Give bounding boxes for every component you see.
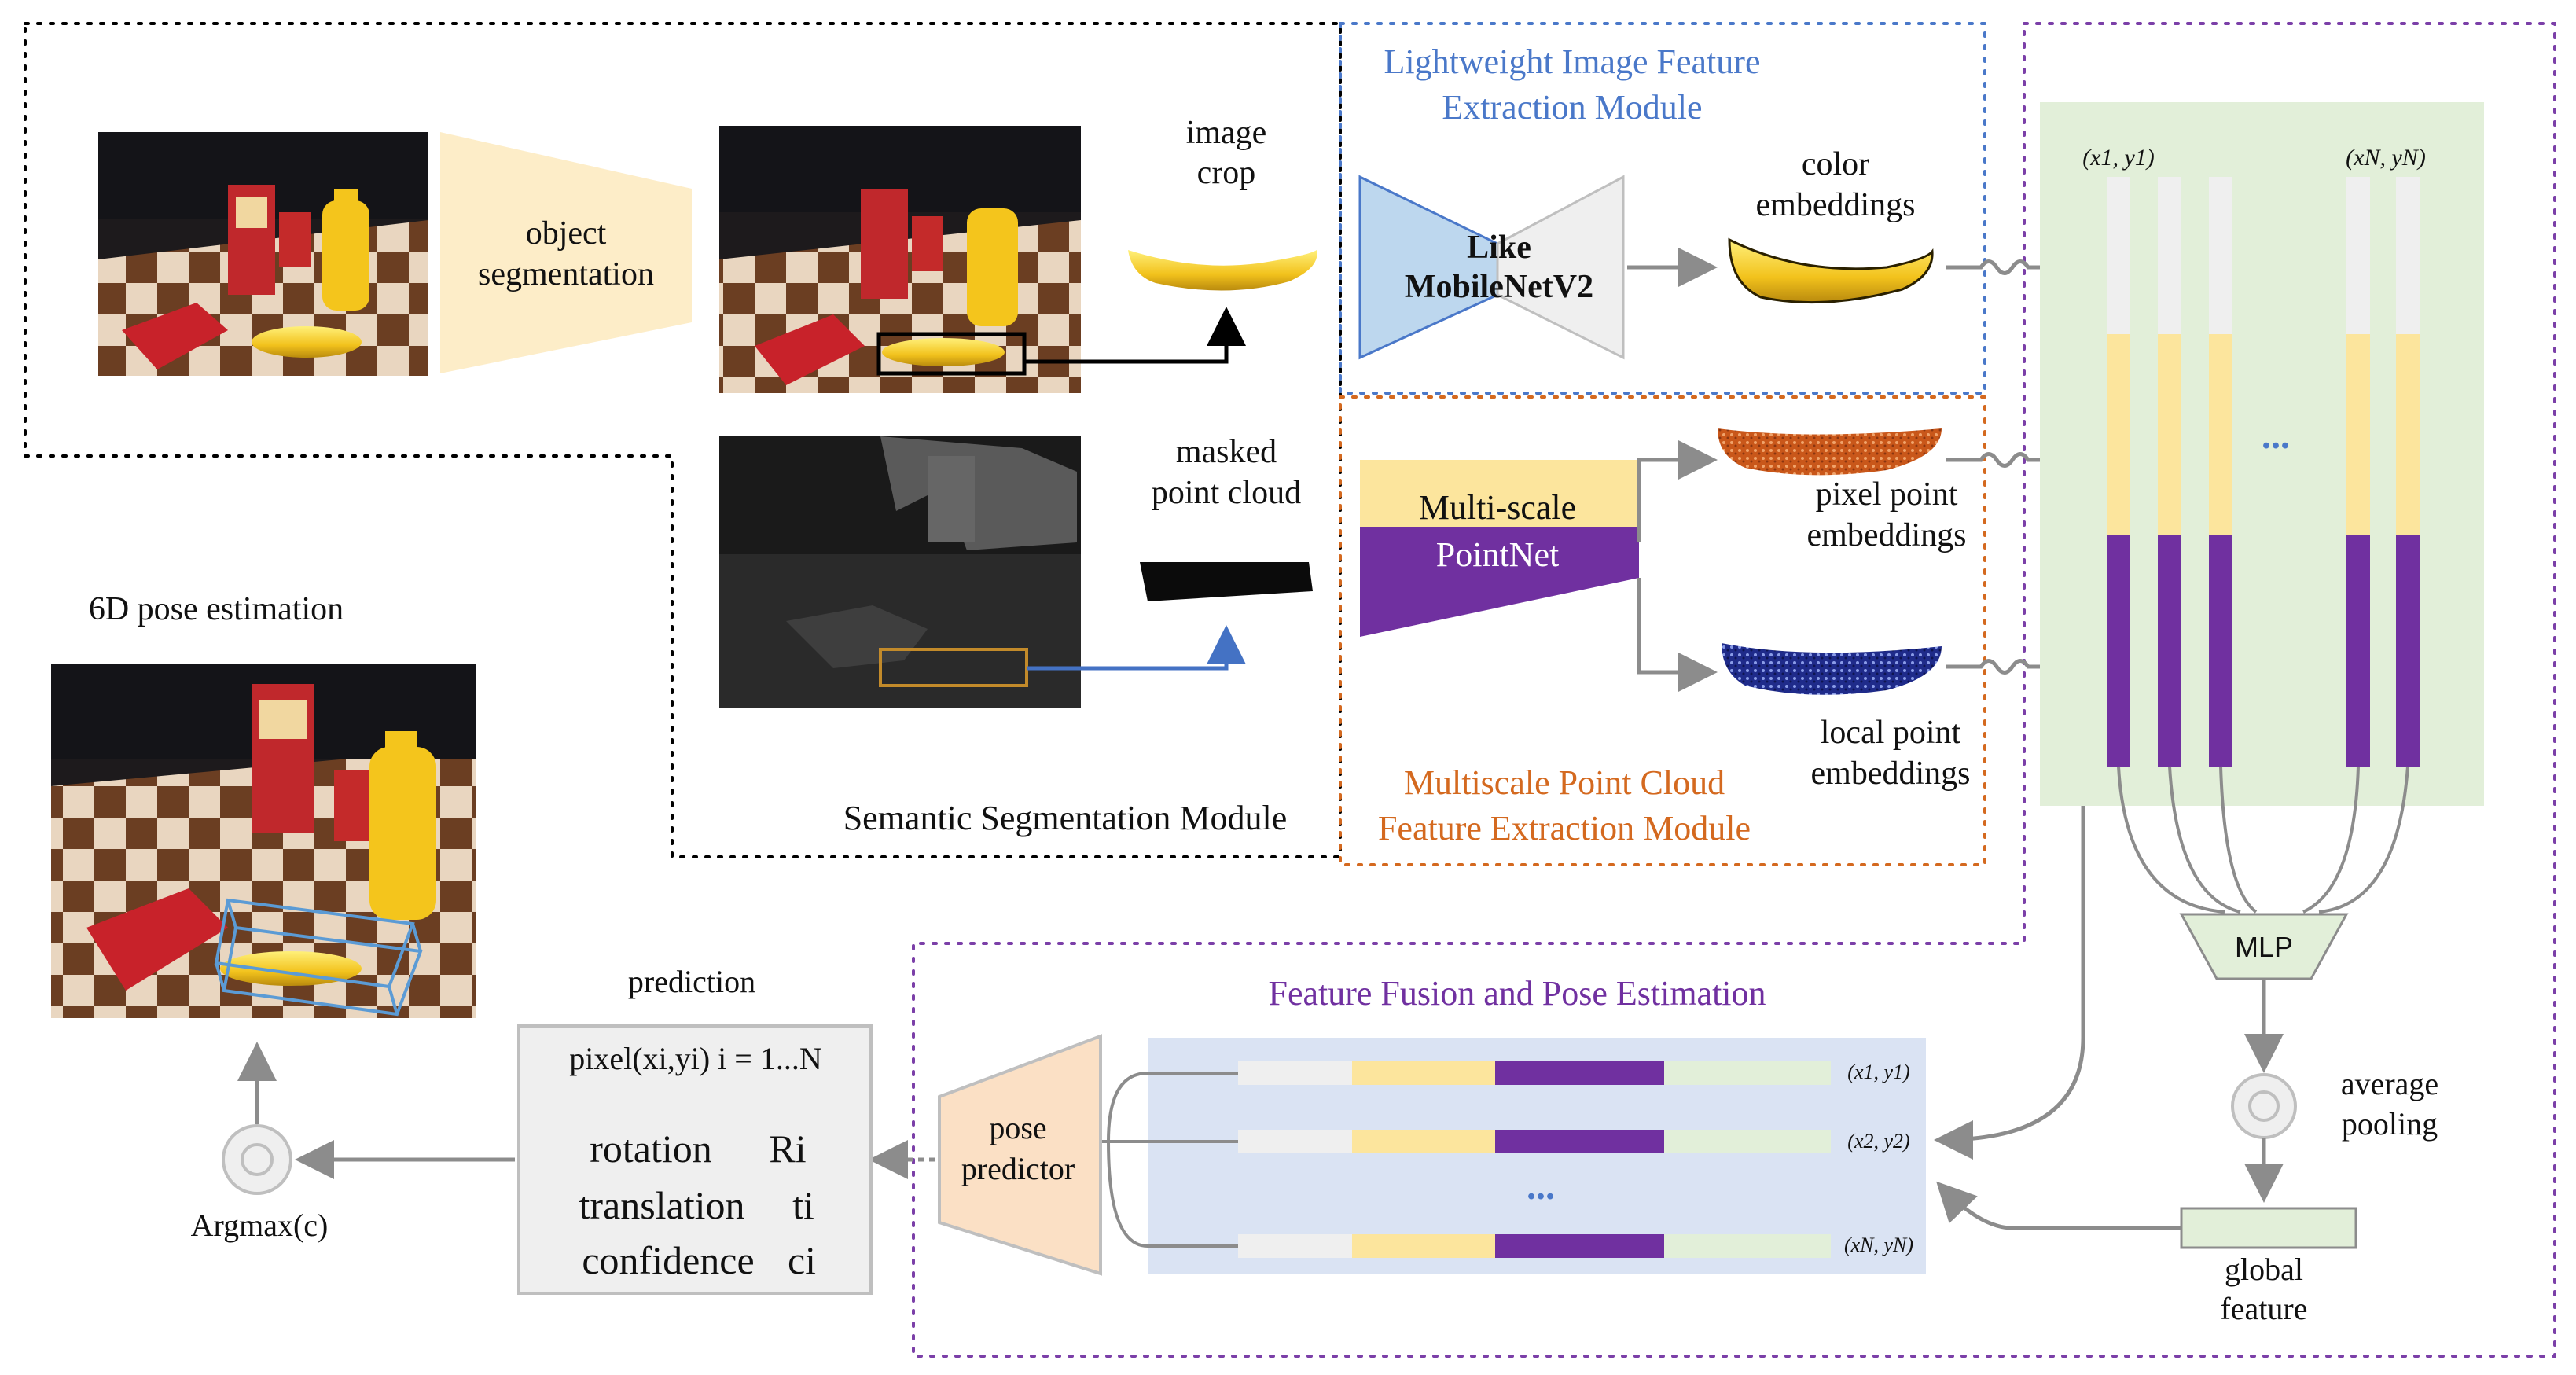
pixel-point-label-line2: embeddings — [1807, 517, 1967, 553]
prediction-box — [517, 1024, 873, 1295]
object-segmentation-label-line1: object — [526, 215, 607, 252]
object-segmentation-block — [440, 132, 692, 373]
columns-to-mlp-curves — [2117, 766, 2409, 914]
pixel-point-embeddings-cloud — [1718, 428, 1942, 476]
local-point-embeddings-cloud — [1722, 643, 1942, 695]
semantic-module-border — [24, 22, 1342, 858]
depth-image — [719, 436, 1081, 708]
columns-ellipsis: ... — [2262, 415, 2290, 457]
pose-predictor-label-line1: pose — [989, 1110, 1046, 1145]
argmax-label: Argmax(c) — [191, 1208, 329, 1243]
masked-point-cloud-label-line1: masked — [1176, 434, 1277, 470]
mlp-label: MLP — [2235, 931, 2293, 963]
coord-last-label: (xN, yN) — [2346, 145, 2426, 171]
point-feature-module-border — [1339, 395, 1986, 866]
pixel-point-label-line1: pixel point — [1816, 476, 1958, 513]
per-pixel-feature-columns — [2107, 177, 2420, 767]
image-module-title-line2: Extraction Module — [1442, 88, 1702, 127]
prediction-translation: translation — [579, 1183, 744, 1227]
masked-point-cloud-label-line2: point cloud — [1152, 475, 1301, 511]
pointnet-to-pixel-arrow — [1637, 440, 1718, 542]
image-module-title-line1: Lightweight Image Feature — [1384, 42, 1761, 81]
prediction-confidence-symbol: ci — [788, 1238, 816, 1282]
prediction-confidence: confidence — [582, 1238, 754, 1282]
pointnet-to-local-arrow — [1637, 578, 1718, 692]
mobilenet-label-line1: Like — [1467, 230, 1531, 266]
average-pooling-node — [2231, 1073, 2297, 1139]
mask-arrow — [1027, 625, 1246, 671]
prediction-translation-symbol: ti — [792, 1183, 814, 1227]
global-feature-block — [2180, 1207, 2357, 1249]
argmax-node — [222, 1124, 292, 1195]
pose-bounding-box — [214, 898, 423, 1017]
fusion-rowN-coord: (xN, yN) — [1844, 1233, 1913, 1256]
local-point-label-line2: embeddings — [1811, 756, 1971, 792]
fusion-module-title: Feature Fusion and Pose Estimation — [1268, 974, 1766, 1013]
semantic-module-title: Semantic Segmentation Module — [843, 799, 1288, 837]
mlp-block — [2179, 913, 2349, 980]
fusion-module-border — [912, 22, 2556, 1358]
color-embeddings-banana — [1728, 237, 1934, 304]
fusion-feature-rows — [1238, 1061, 1831, 1258]
pose-predictor-block — [938, 1034, 1102, 1276]
color-embeddings-label-line2: embeddings — [1756, 187, 1916, 223]
image-crop-banana — [1128, 250, 1317, 291]
fusion-rows-ellipsis: ... — [1527, 1166, 1555, 1208]
global-feature-label-line2: feature — [2220, 1291, 2307, 1326]
fusion-row2-coord: (x2, y2) — [1847, 1130, 1909, 1153]
crop-arrow — [1024, 307, 1246, 364]
segmented-scene-photo — [719, 126, 1081, 393]
prediction-rotation-symbol: Ri — [769, 1127, 806, 1171]
average-pooling-label-line1: average — [2341, 1066, 2438, 1101]
fusion-row1-coord: (x1, y1) — [1847, 1061, 1909, 1083]
image-crop-label-line1: image — [1186, 115, 1267, 151]
masked-point-cloud — [1140, 562, 1313, 601]
point-module-title-line1: Multiscale Point Cloud — [1404, 763, 1725, 802]
prediction-pixel-expr: pixel(xi,yi) i = 1...N — [569, 1041, 821, 1076]
image-crop-label-line2: crop — [1197, 155, 1256, 191]
image-feature-module-border — [1339, 22, 1986, 395]
pose-predictor-label-line2: predictor — [961, 1151, 1075, 1186]
image-crop-box — [876, 332, 1027, 376]
pointnet-label-line2: PointNet — [1436, 535, 1559, 574]
input-scene-photo — [98, 132, 428, 376]
pose6d-result-photo — [51, 664, 476, 1018]
pointnet-label-line1: Multi-scale — [1419, 488, 1576, 527]
point-module-title-line2: Feature Extraction Module — [1378, 809, 1751, 847]
global-to-fusion-arrow — [1936, 1181, 2181, 1230]
coord-first-label: (x1, y1) — [2082, 145, 2155, 171]
rows-to-predictor-lines — [1101, 1072, 1238, 1248]
local-point-label-line1: local point — [1821, 715, 1961, 751]
pointnet-purple-block — [1360, 527, 1639, 637]
panel-to-fusion-arrow — [1934, 806, 2085, 1160]
mobilenet-label-line2: MobileNetV2 — [1405, 269, 1593, 305]
mobilenet-encoder — [1358, 175, 1499, 360]
mobilenet-decoder — [1496, 175, 1625, 360]
pointnet-yellow-block — [1360, 460, 1639, 527]
average-pooling-label-line2: pooling — [2342, 1106, 2438, 1142]
object-segmentation-label-line2: segmentation — [478, 256, 654, 292]
color-embeddings-label-line1: color — [1802, 146, 1869, 182]
prediction-rotation: rotation — [590, 1127, 712, 1171]
pose6d-title: 6D pose estimation — [89, 591, 344, 627]
prediction-title: prediction — [628, 964, 755, 999]
global-feature-label-line1: global — [2225, 1252, 2303, 1287]
embedding-connectors — [1946, 248, 2111, 686]
